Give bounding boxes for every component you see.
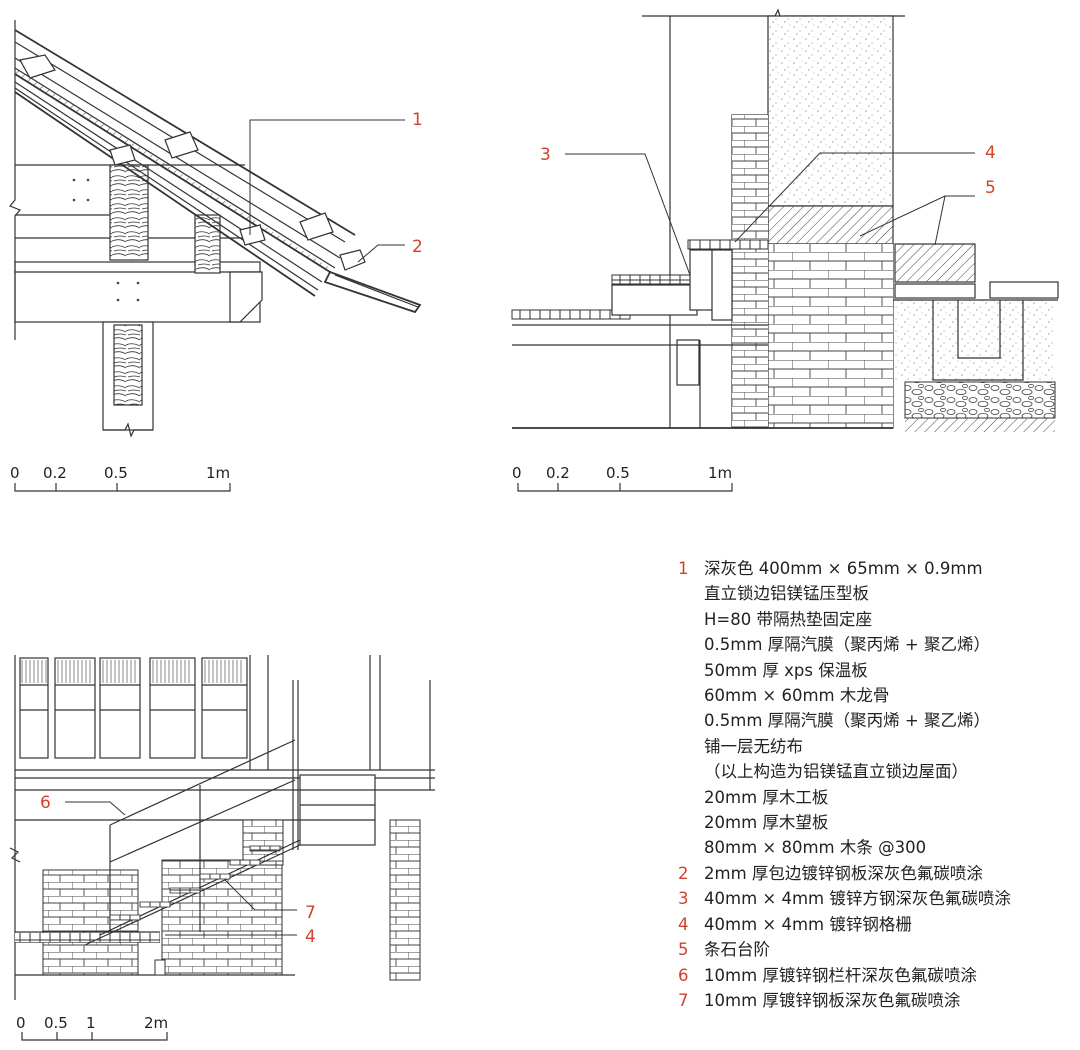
stair-scale-bar: 0 0.5 1 2m xyxy=(16,1014,168,1041)
legend-number: 5 xyxy=(678,940,689,960)
roof-section-detail: 1 2 xyxy=(9,20,423,438)
legend-row: （以上构造为铝镁锰直立锁边屋面） xyxy=(678,759,1011,784)
legend-number xyxy=(678,785,704,810)
legend-row: 60mm × 60mm 木龙骨 xyxy=(678,683,1011,708)
legend-number: 1 xyxy=(678,559,689,578)
scale-tick-label: 0 xyxy=(10,464,20,482)
legend-text: 40mm × 4mm 镀锌方钢深灰色氟碳喷涂 xyxy=(704,889,1011,909)
material-legend: 1 深灰色 400mm × 65mm × 0.9mm 直立锁边铝镁锰压型板 H=80 … xyxy=(678,556,1011,1013)
legend-text: 0.5mm 厚隔汽膜（聚丙烯 + 聚乙烯） xyxy=(704,711,990,731)
roof-scale-bar: 0 0.2 0.5 1m xyxy=(10,464,231,492)
legend-row: 20mm 厚木工板 xyxy=(678,785,1011,810)
callout-2: 2 xyxy=(412,237,423,257)
legend-row: H=80 带隔热垫固定座 xyxy=(678,607,1011,632)
legend-text: 10mm 厚镀锌钢板深灰色氟碳喷涂 xyxy=(704,990,961,1010)
base-scale-bar: 0 0.2 0.5 1m xyxy=(512,464,733,492)
scale-tick-label: 1 xyxy=(86,1014,96,1032)
legend-number xyxy=(678,658,704,683)
callout-3: 3 xyxy=(540,145,551,165)
callout-7: 7 xyxy=(305,903,316,923)
legend-number: 4 xyxy=(678,914,689,934)
legend-text: H=80 带隔热垫固定座 xyxy=(704,609,872,629)
legend-number: 3 xyxy=(678,889,689,909)
legend-text: 80mm × 80mm 木条 @300 xyxy=(704,838,927,858)
callout-1: 1 xyxy=(412,110,423,130)
legend-number: 2 xyxy=(678,863,689,883)
legend-row: 直立锁边铝镁锰压型板 xyxy=(678,581,1011,606)
legend-text: 40mm × 4mm 镀锌钢格栅 xyxy=(704,914,912,934)
scale-tick-label: 0 xyxy=(512,464,522,482)
legend-number xyxy=(678,607,704,632)
legend-row: 4 40mm × 4mm 镀锌钢格栅 xyxy=(678,912,1011,937)
scale-tick-label: 0 xyxy=(16,1014,26,1032)
legend-number xyxy=(678,759,704,784)
legend-row: 2 2mm 厚包边镀锌钢板深灰色氟碳喷涂 xyxy=(678,861,1011,886)
base-step-detail: 3 4 5 xyxy=(511,8,1059,432)
callout-5: 5 xyxy=(985,178,996,198)
legend-number xyxy=(678,835,704,860)
legend-number xyxy=(678,581,704,606)
legend-text: 条石台阶 xyxy=(704,940,770,960)
legend-text: 20mm 厚木工板 xyxy=(704,787,829,807)
legend-row: 1 深灰色 400mm × 65mm × 0.9mm xyxy=(678,556,1011,581)
scale-tick-label: 0.5 xyxy=(44,1014,68,1032)
legend-row: 0.5mm 厚隔汽膜（聚丙烯 + 聚乙烯） xyxy=(678,632,1011,657)
scale-tick-label: 0.2 xyxy=(43,464,67,482)
legend-row: 50mm 厚 xps 保温板 xyxy=(678,658,1011,683)
callout-6: 6 xyxy=(40,793,51,813)
legend-row: 7 10mm 厚镀锌钢板深灰色氟碳喷涂 xyxy=(678,988,1011,1013)
legend-row: 20mm 厚木望板 xyxy=(678,810,1011,835)
legend-number: 7 xyxy=(678,990,689,1010)
legend-row: 80mm × 80mm 木条 @300 xyxy=(678,835,1011,860)
legend-row: 6 10mm 厚镀锌钢栏杆深灰色氟碳喷涂 xyxy=(678,963,1011,988)
legend-number xyxy=(678,632,704,657)
scale-tick-label: 0.2 xyxy=(546,464,570,482)
legend-text: 50mm 厚 xps 保温板 xyxy=(704,660,868,680)
scale-tick-label: 1m xyxy=(708,464,732,482)
legend-text: 铺一层无纺布 xyxy=(704,736,803,756)
legend-number: 6 xyxy=(678,965,689,985)
legend-row: 5 条石台阶 xyxy=(678,937,1011,962)
scale-tick-label: 0.5 xyxy=(104,464,128,482)
legend-text: （以上构造为铝镁锰直立锁边屋面） xyxy=(704,762,968,782)
legend-text: 10mm 厚镀锌钢栏杆深灰色氟碳喷涂 xyxy=(704,965,977,985)
legend-text: 2mm 厚包边镀锌钢板深灰色氟碳喷涂 xyxy=(704,863,983,883)
legend-row: 铺一层无纺布 xyxy=(678,734,1011,759)
scale-tick-label: 0.5 xyxy=(606,464,630,482)
legend-row: 3 40mm × 4mm 镀锌方钢深灰色氟碳喷涂 xyxy=(678,886,1011,911)
legend-text: 0.5mm 厚隔汽膜（聚丙烯 + 聚乙烯） xyxy=(704,635,990,655)
legend-text: 深灰色 400mm × 65mm × 0.9mm xyxy=(704,559,983,578)
legend-text: 20mm 厚木望板 xyxy=(704,813,829,833)
stair-elevation: 6 7 4 xyxy=(9,655,435,1000)
scale-tick-label: 2m xyxy=(144,1014,168,1032)
legend-number xyxy=(678,683,704,708)
legend-row: 0.5mm 厚隔汽膜（聚丙烯 + 聚乙烯） xyxy=(678,708,1011,733)
legend-text: 直立锁边铝镁锰压型板 xyxy=(704,584,869,604)
legend-text: 60mm × 60mm 木龙骨 xyxy=(704,686,890,706)
legend-number xyxy=(678,734,704,759)
callout-4-stair: 4 xyxy=(305,927,316,947)
legend-number xyxy=(678,708,704,733)
callout-4: 4 xyxy=(985,143,996,163)
legend-number xyxy=(678,810,704,835)
scale-tick-label: 1m xyxy=(206,464,230,482)
